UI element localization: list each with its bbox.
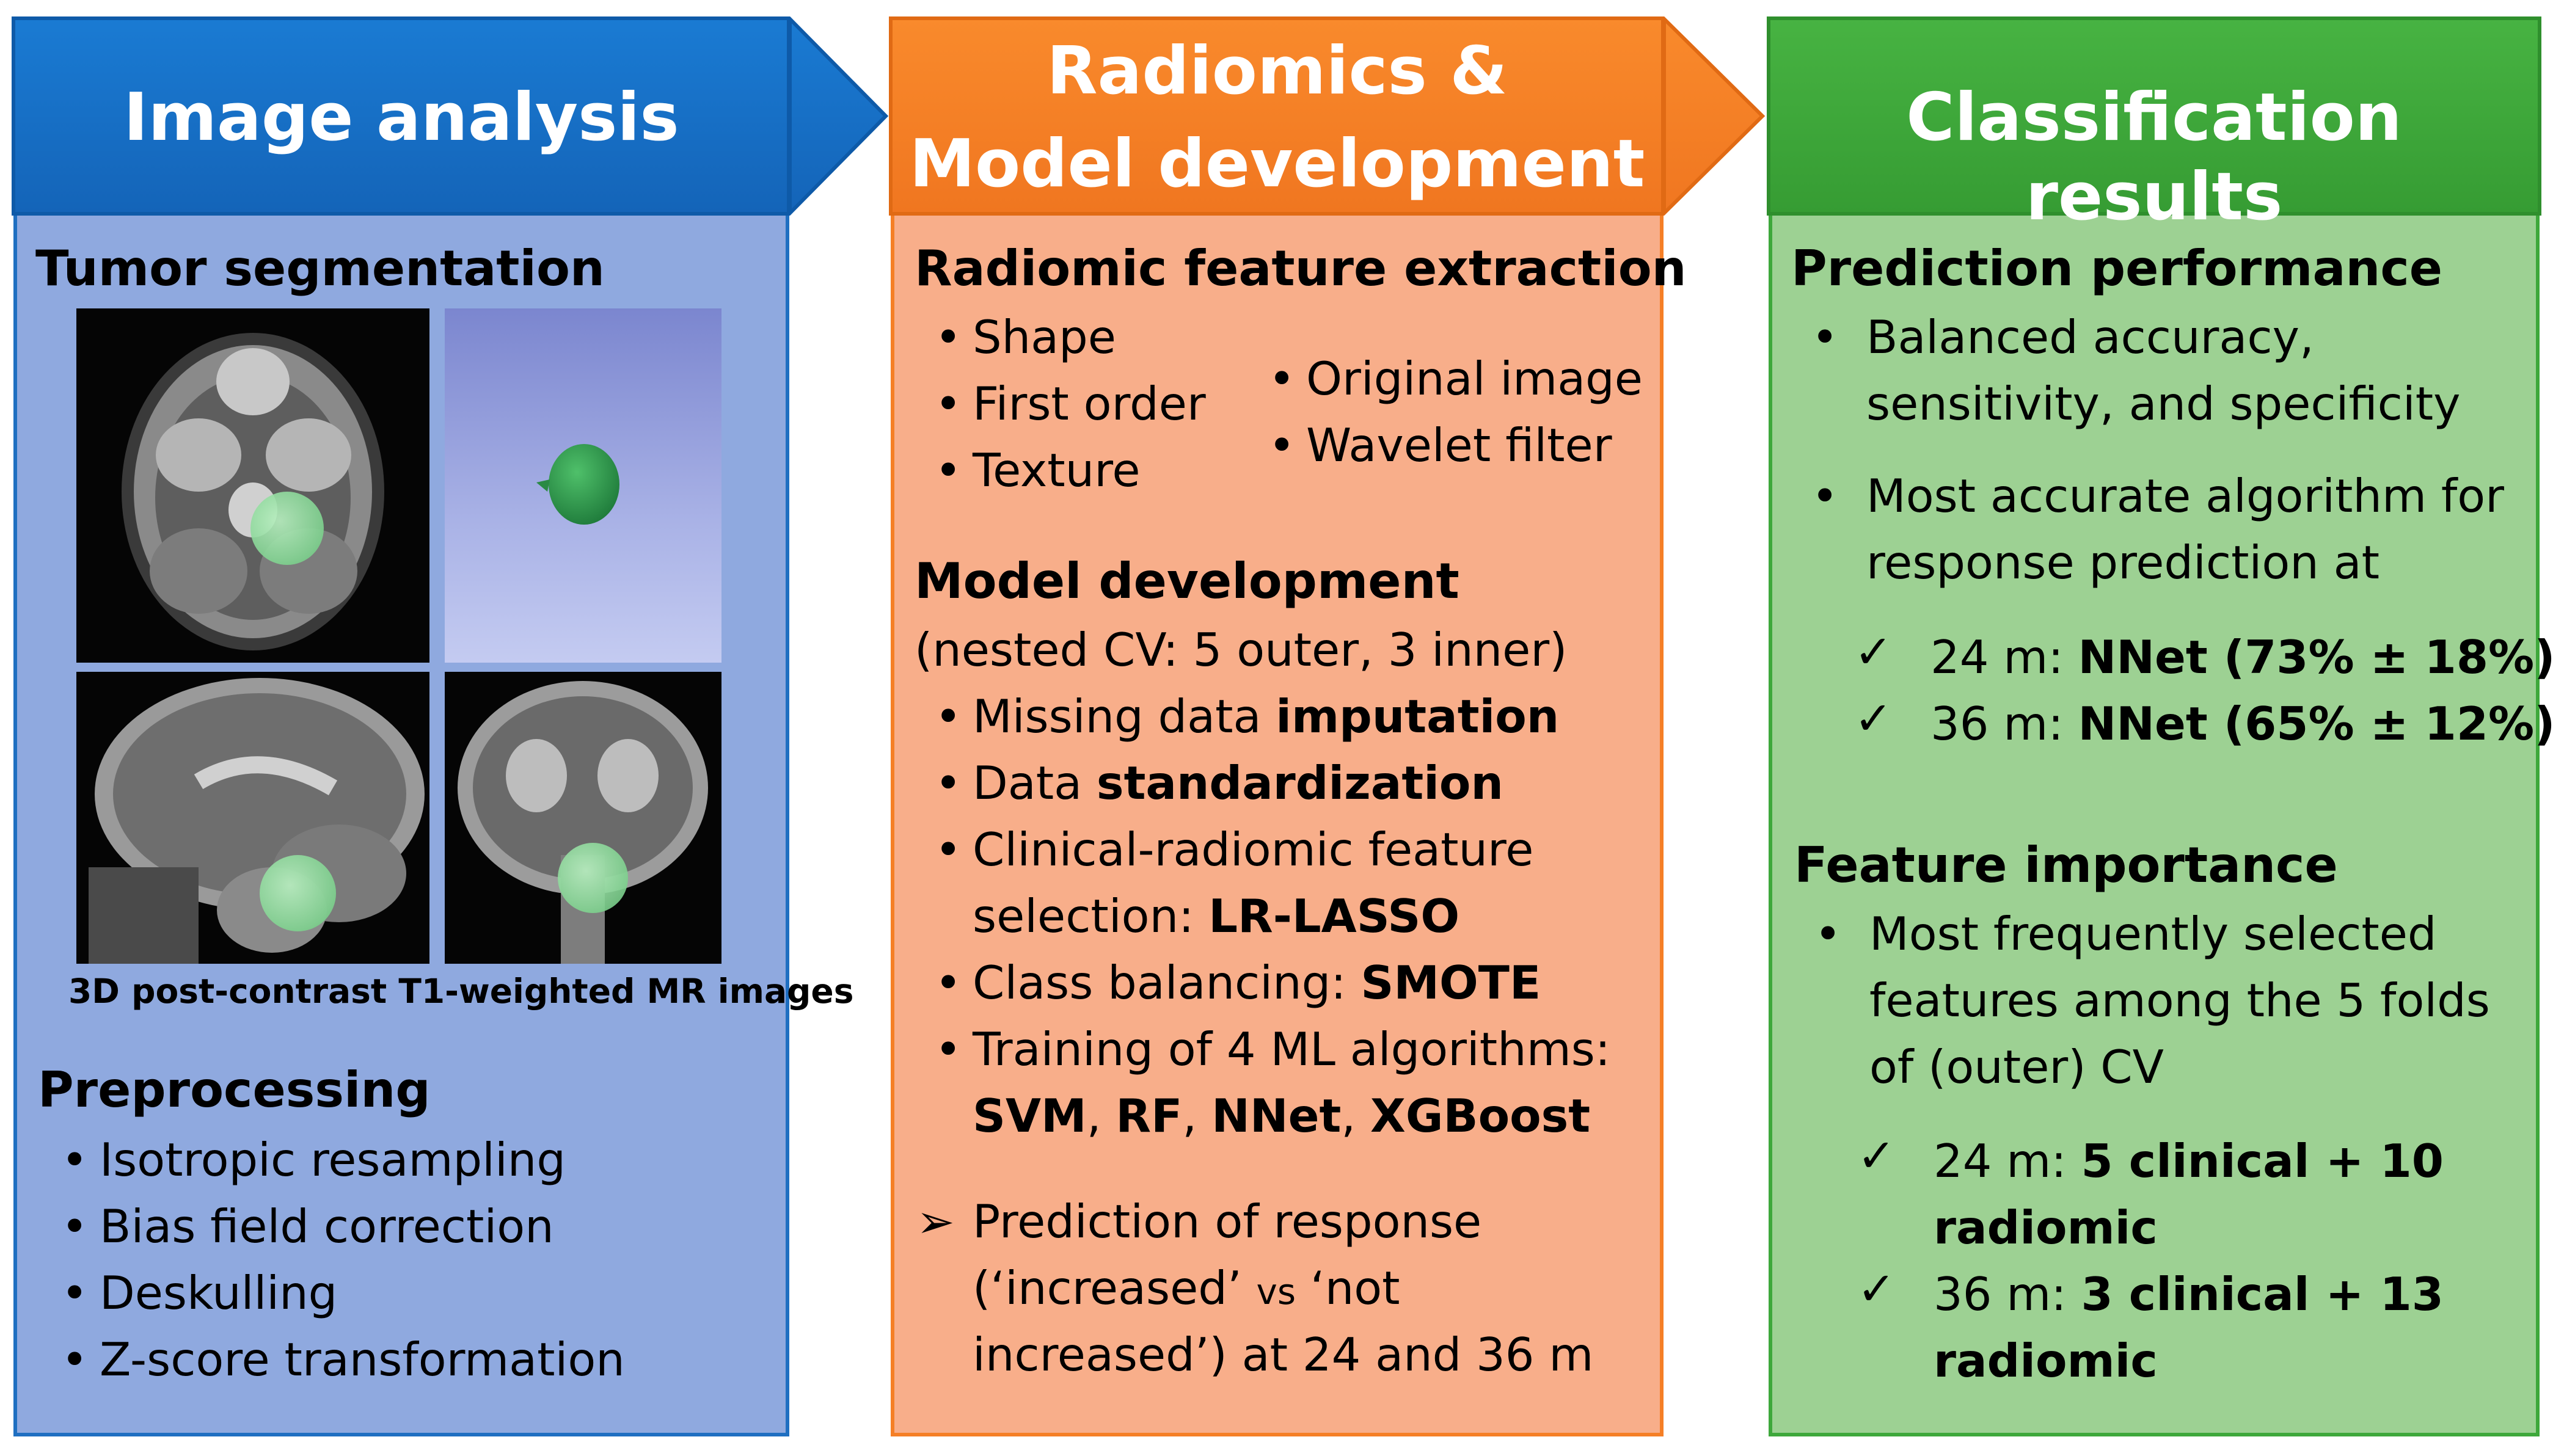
tumor-overlay: [260, 855, 336, 931]
preprocessing-bullet: •: [61, 1199, 89, 1253]
step-class-balancing: Class balancing: SMOTE: [973, 956, 1541, 1010]
header-shapes: [12, 16, 2541, 216]
prediction-performance-title: Prediction performance: [1791, 240, 2443, 297]
importance-line1: Most frequently selected: [1869, 907, 2437, 961]
feature-bullet: •: [935, 310, 962, 364]
check-icon: ✓: [1857, 1262, 1896, 1316]
radiomic-extraction-title: Radiomic feature extraction: [915, 240, 1687, 297]
importance-36m-line2: radiomic: [1934, 1334, 2158, 1388]
feature-class-item: Shape: [973, 310, 1116, 364]
step-training-line1: Training of 4 ML algorithms:: [973, 1022, 1611, 1076]
perf-result-24m: 24 m: NNet (73% ± 18%): [1930, 630, 2553, 684]
step-imputation: Missing data imputation: [973, 690, 1560, 743]
step-bullet: •: [935, 1022, 962, 1076]
mri-images-caption: 3D post-contrast T1-weighted MR images: [68, 972, 854, 1011]
tumor-overlay: [558, 843, 628, 913]
tumor-segmentation-title: Tumor segmentation: [35, 240, 605, 297]
feature-bullet: •: [935, 443, 962, 497]
step-algorithms: SVM, RF, NNet, XGBoost: [973, 1089, 1591, 1143]
image-analysis-header-arrow: [12, 16, 889, 216]
importance-36m-line1: 36 m: 3 clinical + 13: [1934, 1267, 2444, 1321]
importance-24m-line1: 24 m: 5 clinical + 10: [1934, 1134, 2444, 1188]
3d-tumor-render: [445, 308, 721, 663]
image-type-bullet: •: [1268, 418, 1296, 472]
sagittal-brain-drawing: [89, 678, 425, 964]
preprocessing-bullet: •: [61, 1266, 89, 1320]
classification-results-panel: [1769, 18, 2540, 1436]
radiomics-title-line2: Model development: [909, 126, 1645, 202]
step-bullet: •: [935, 823, 962, 876]
preprocessing-item: Bias field correction: [100, 1199, 554, 1253]
model-development-title: Model development: [915, 553, 1459, 610]
preprocessing-item: Z-score transformation: [100, 1333, 625, 1386]
preprocessing-title: Preprocessing: [38, 1061, 431, 1118]
preprocessing-item: Isotropic resampling: [100, 1133, 566, 1187]
image-type-item: Original image: [1306, 352, 1643, 406]
image-type-bullet: •: [1268, 352, 1296, 406]
model-development-header-arrow: [889, 16, 1766, 216]
classification-title: Classification results: [1906, 79, 2402, 235]
step-bullet: •: [935, 756, 962, 810]
importance-24m-line2: radiomic: [1934, 1201, 2158, 1254]
importance-bullet: •: [1814, 907, 1842, 961]
classification-header: [1767, 16, 2541, 216]
tumor-overlay: [250, 492, 324, 565]
prediction-line1: Prediction of response: [973, 1195, 1482, 1248]
prediction-arrow-icon: ➢: [916, 1195, 955, 1248]
sagittal-mri-image: [76, 672, 429, 964]
step-bullet: •: [935, 690, 962, 743]
check-icon: ✓: [1854, 691, 1893, 745]
prediction-line3: increased’) at 24 and 36 m: [973, 1328, 1594, 1381]
nested-cv-note: (nested CV: 5 outer, 3 inner): [915, 623, 1568, 677]
feature-class-item: Texture: [973, 443, 1141, 497]
coronal-mri-image: [445, 672, 721, 964]
perf-bullet: •: [1811, 469, 1839, 523]
feature-bullet: •: [935, 377, 962, 431]
check-icon: ✓: [1857, 1129, 1896, 1182]
radiomics-title-line1: Radiomics &: [1046, 33, 1508, 109]
preprocessing-item: Deskulling: [100, 1266, 338, 1320]
image-analysis-title: Image analysis: [123, 79, 679, 156]
axial-brain-drawing: [122, 333, 384, 650]
step-standardization: Data standardization: [973, 756, 1503, 810]
perf-item-1-line1: Balanced accuracy,: [1866, 310, 2314, 364]
importance-line3: of (outer) CV: [1869, 1040, 2164, 1094]
step-feature-selection-line1: Clinical-radiomic feature: [973, 823, 1534, 876]
coronal-brain-drawing: [458, 681, 708, 964]
perf-item-2-line1: Most accurate algorithm for: [1866, 469, 2504, 523]
importance-line2: features among the 5 folds: [1869, 974, 2490, 1027]
prediction-line2: (‘increased’ vs ‘not: [973, 1261, 1400, 1315]
step-feature-selection-line2: selection: LR-LASSO: [973, 889, 1460, 943]
step-bullet: •: [935, 956, 962, 1010]
perf-item-2-line2: response prediction at: [1866, 536, 2380, 589]
perf-bullet: •: [1811, 310, 1839, 364]
check-icon: ✓: [1854, 625, 1893, 679]
3d-tumor-shape: [536, 444, 619, 525]
feature-importance-title: Feature importance: [1794, 837, 2338, 894]
perf-item-1-line2: sensitivity, and specificity: [1866, 377, 2461, 431]
axial-mri-image: [76, 308, 429, 663]
perf-result-36m: 36 m: NNet (65% ± 12%): [1930, 697, 2553, 751]
preprocessing-bullet: •: [61, 1333, 89, 1386]
image-type-item: Wavelet filter: [1306, 418, 1612, 472]
preprocessing-bullet: •: [61, 1133, 89, 1187]
feature-class-item: First order: [973, 377, 1206, 431]
model-development-panel: [891, 18, 1664, 1436]
